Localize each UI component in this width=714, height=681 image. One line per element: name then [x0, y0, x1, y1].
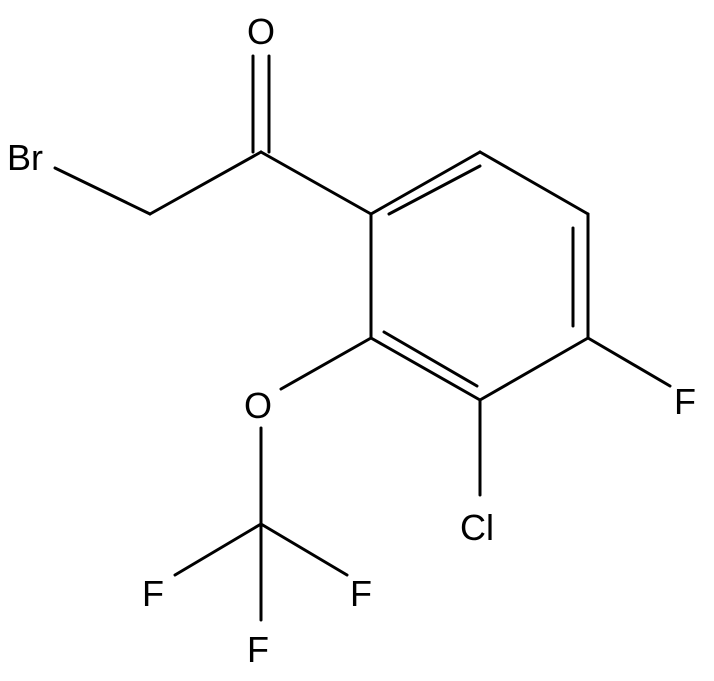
- bond-cf3-f-left: [173, 522, 263, 577]
- bond-ring-o: [279, 336, 373, 391]
- bonds: [53, 54, 672, 622]
- bond-ch2-carbonyl: [148, 150, 263, 216]
- bond-br-ch2: [53, 166, 152, 216]
- atom-label-f-ring: F: [674, 381, 696, 422]
- atom-label-o-carbonyl: O: [247, 11, 275, 52]
- ring-inner-c1-c2: [387, 164, 482, 216]
- ring-bond-c2-c3: [478, 150, 590, 216]
- bond-carbonyl-ring: [259, 150, 373, 216]
- atom-label-cl: Cl: [460, 507, 494, 548]
- atom-labels: Br O F Cl O F F F: [7, 11, 696, 670]
- ring-bond-c5-c6: [369, 336, 482, 402]
- atom-label-br: Br: [7, 137, 43, 178]
- atom-label-f-bottom: F: [247, 629, 269, 670]
- bond-cf3-f-right: [259, 522, 349, 577]
- ring-bond-c4-c5: [478, 336, 590, 402]
- atom-label-f-right: F: [350, 573, 372, 614]
- atom-label-o-ether: O: [244, 385, 272, 426]
- bond-ring-f: [586, 336, 672, 388]
- atom-label-f-left: F: [142, 573, 164, 614]
- ring-bond-c1-c2: [369, 150, 482, 216]
- ring-inner-c5-c6: [382, 330, 479, 388]
